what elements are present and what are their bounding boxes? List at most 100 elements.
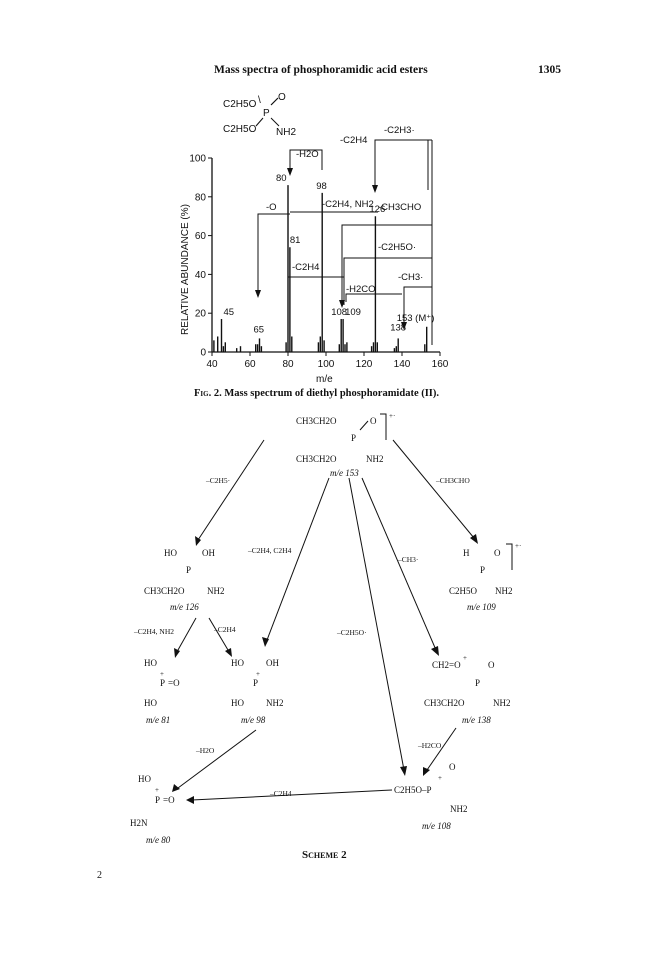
- loss-g: –C2H5O·: [336, 628, 367, 637]
- m126-phosphorus: P: [186, 565, 191, 575]
- m109-phosphorus: P: [480, 565, 485, 575]
- m108-mz: m/e 108: [422, 821, 451, 831]
- m98-amino: NH2: [266, 698, 284, 708]
- annotation-h2o: -H2O: [296, 149, 319, 160]
- loss-a: –C2H5·: [205, 476, 230, 485]
- x-tick-label: 80: [282, 359, 294, 370]
- node-m81: HO + P =O HO m/e 81: [144, 658, 180, 725]
- m126-hydroxy-1: HO: [164, 548, 177, 558]
- figure-caption: Fig. 2. Mass spectrum of diethyl phospho…: [194, 388, 439, 399]
- scheme-arrow-heads: [172, 534, 478, 804]
- m98-mz: m/e 98: [241, 715, 266, 725]
- spectrum-peaks: [213, 185, 428, 352]
- m109-ethoxy: C2H5O: [449, 586, 478, 596]
- m81-oxo: =O: [168, 678, 180, 688]
- x-tick-label: 60: [244, 359, 256, 370]
- x-tick-label: 40: [206, 359, 218, 370]
- m153-oxo: O: [370, 416, 377, 426]
- m108-plus: +: [438, 774, 442, 782]
- structure-double-bond: \: [258, 95, 261, 106]
- m109-hydrogen: H: [463, 548, 470, 558]
- m108-amino: NH2: [450, 804, 468, 814]
- y-axis-label: RELATIVE ABUNDANCE (%): [180, 204, 191, 335]
- page-number: 1305: [538, 64, 561, 76]
- annotation-c2h4-lower: -C2H4: [292, 262, 319, 273]
- y-tick-label: 0: [200, 348, 206, 359]
- loss-i: –H2CO: [417, 741, 442, 750]
- m126-amino: NH2: [207, 586, 225, 596]
- loss-d: –CH3·: [397, 555, 418, 564]
- scheme-loss-labels: –C2H5· –CH3CHO –C2H4, C2H4 –CH3· –C2H4, …: [133, 476, 470, 798]
- loss-e: –C2H4, NH2: [133, 627, 174, 636]
- node-m138: + CH2=O O P CH3CH2O NH2 m/e 138: [424, 654, 511, 725]
- m98-hydroxy-3: HO: [231, 698, 244, 708]
- figure-caption-text: Mass spectrum of diethyl phosphoramidate…: [224, 388, 440, 399]
- m138-mz: m/e 138: [462, 715, 491, 725]
- m80-plus: +: [155, 786, 159, 794]
- page-marker: 2: [97, 870, 102, 881]
- m98-phosphorus: P: [253, 678, 258, 688]
- m138-methylene-oxonium: CH2=O: [432, 660, 461, 670]
- m81-phosphorus: P: [160, 678, 165, 688]
- m138-plus: +: [463, 654, 467, 662]
- m138-ethoxy: CH3CH2O: [424, 698, 465, 708]
- peak-label-126: 126: [369, 204, 385, 215]
- structure-oxo: O: [278, 92, 286, 103]
- arrow-heads: [255, 168, 407, 330]
- m126-hydroxy-2: OH: [202, 548, 215, 558]
- peak-label-98: 98: [316, 181, 327, 192]
- m80-amino: H2N: [130, 818, 148, 828]
- m153-mz: m/e 153: [330, 468, 359, 478]
- m81-hydroxy-2: HO: [144, 698, 157, 708]
- node-m153: CH3CH2O O +· P CH3CH2O NH2 m/e 153: [296, 412, 395, 478]
- m126-mz: m/e 126: [170, 602, 199, 612]
- node-m80: HO + P =O H2N m/e 80: [130, 774, 175, 845]
- node-m109: H O +· P C2H5O NH2 m/e 109: [449, 542, 521, 612]
- structure-phosphorus: P: [263, 108, 270, 119]
- x-tick-label: 160: [432, 359, 449, 370]
- m81-hydroxy-1: HO: [144, 658, 157, 668]
- m108-oxo: O: [449, 762, 456, 772]
- annotation-labels: -H2O -C2H4 -C2H3· -O -C2H4, NH2 -CH3CHO …: [266, 125, 423, 295]
- m126-ethoxy: CH3CH2O: [144, 586, 185, 596]
- loss-b: –CH3CHO: [435, 476, 470, 485]
- node-m126: HO OH P CH3CH2O NH2 m/e 126: [144, 548, 225, 612]
- fragmentation-arrows: [257, 139, 433, 345]
- x-tick-label: 100: [318, 359, 335, 370]
- peak-label-65: 65: [254, 324, 265, 335]
- m109-charge: +·: [515, 542, 521, 550]
- structure-amino: NH2: [276, 127, 296, 138]
- y-tick-label: 20: [195, 309, 207, 320]
- m80-hydroxy: HO: [138, 774, 151, 784]
- m138-phosphorus: P: [475, 678, 480, 688]
- peak-label-138: 138: [390, 322, 406, 333]
- y-tick-label: 60: [195, 231, 207, 242]
- structure-ethoxy-1: C2H5O: [223, 99, 257, 110]
- running-header-title: Mass spectra of phosphoramidic acid este…: [214, 64, 428, 76]
- node-m108: O + C2H5O–P NH2 m/e 108: [394, 762, 468, 831]
- m153-charge: +·: [389, 412, 395, 420]
- m98-plus: +: [256, 670, 260, 678]
- m109-oxo: O: [494, 548, 501, 558]
- loss-j: –C2H4: [269, 789, 292, 798]
- m81-mz: m/e 81: [146, 715, 170, 725]
- annotation-o: -O: [266, 202, 277, 213]
- loss-f: –C2H4: [213, 625, 236, 634]
- m153-ethoxy-1: CH3CH2O: [296, 416, 337, 426]
- m153-phosphorus: P: [351, 433, 356, 443]
- annotation-ch3cho: -CH3CHO: [378, 202, 421, 213]
- x-tick-label: 120: [356, 359, 373, 370]
- loss-c: –C2H4, C2H4: [247, 546, 292, 555]
- loss-h: –H2O: [195, 746, 215, 755]
- m98-hydroxy-2: OH: [266, 658, 279, 668]
- y-tick-label: 80: [195, 192, 207, 203]
- peak-label-109: 109: [345, 307, 361, 318]
- peak-label-153: 153 (M⁺): [397, 313, 435, 324]
- structure-diagram: C2H5O \ O P C2H5O NH2: [223, 92, 296, 138]
- node-m98: HO OH + P HO NH2 m/e 98: [231, 658, 284, 725]
- peak-label-80: 80: [276, 173, 287, 184]
